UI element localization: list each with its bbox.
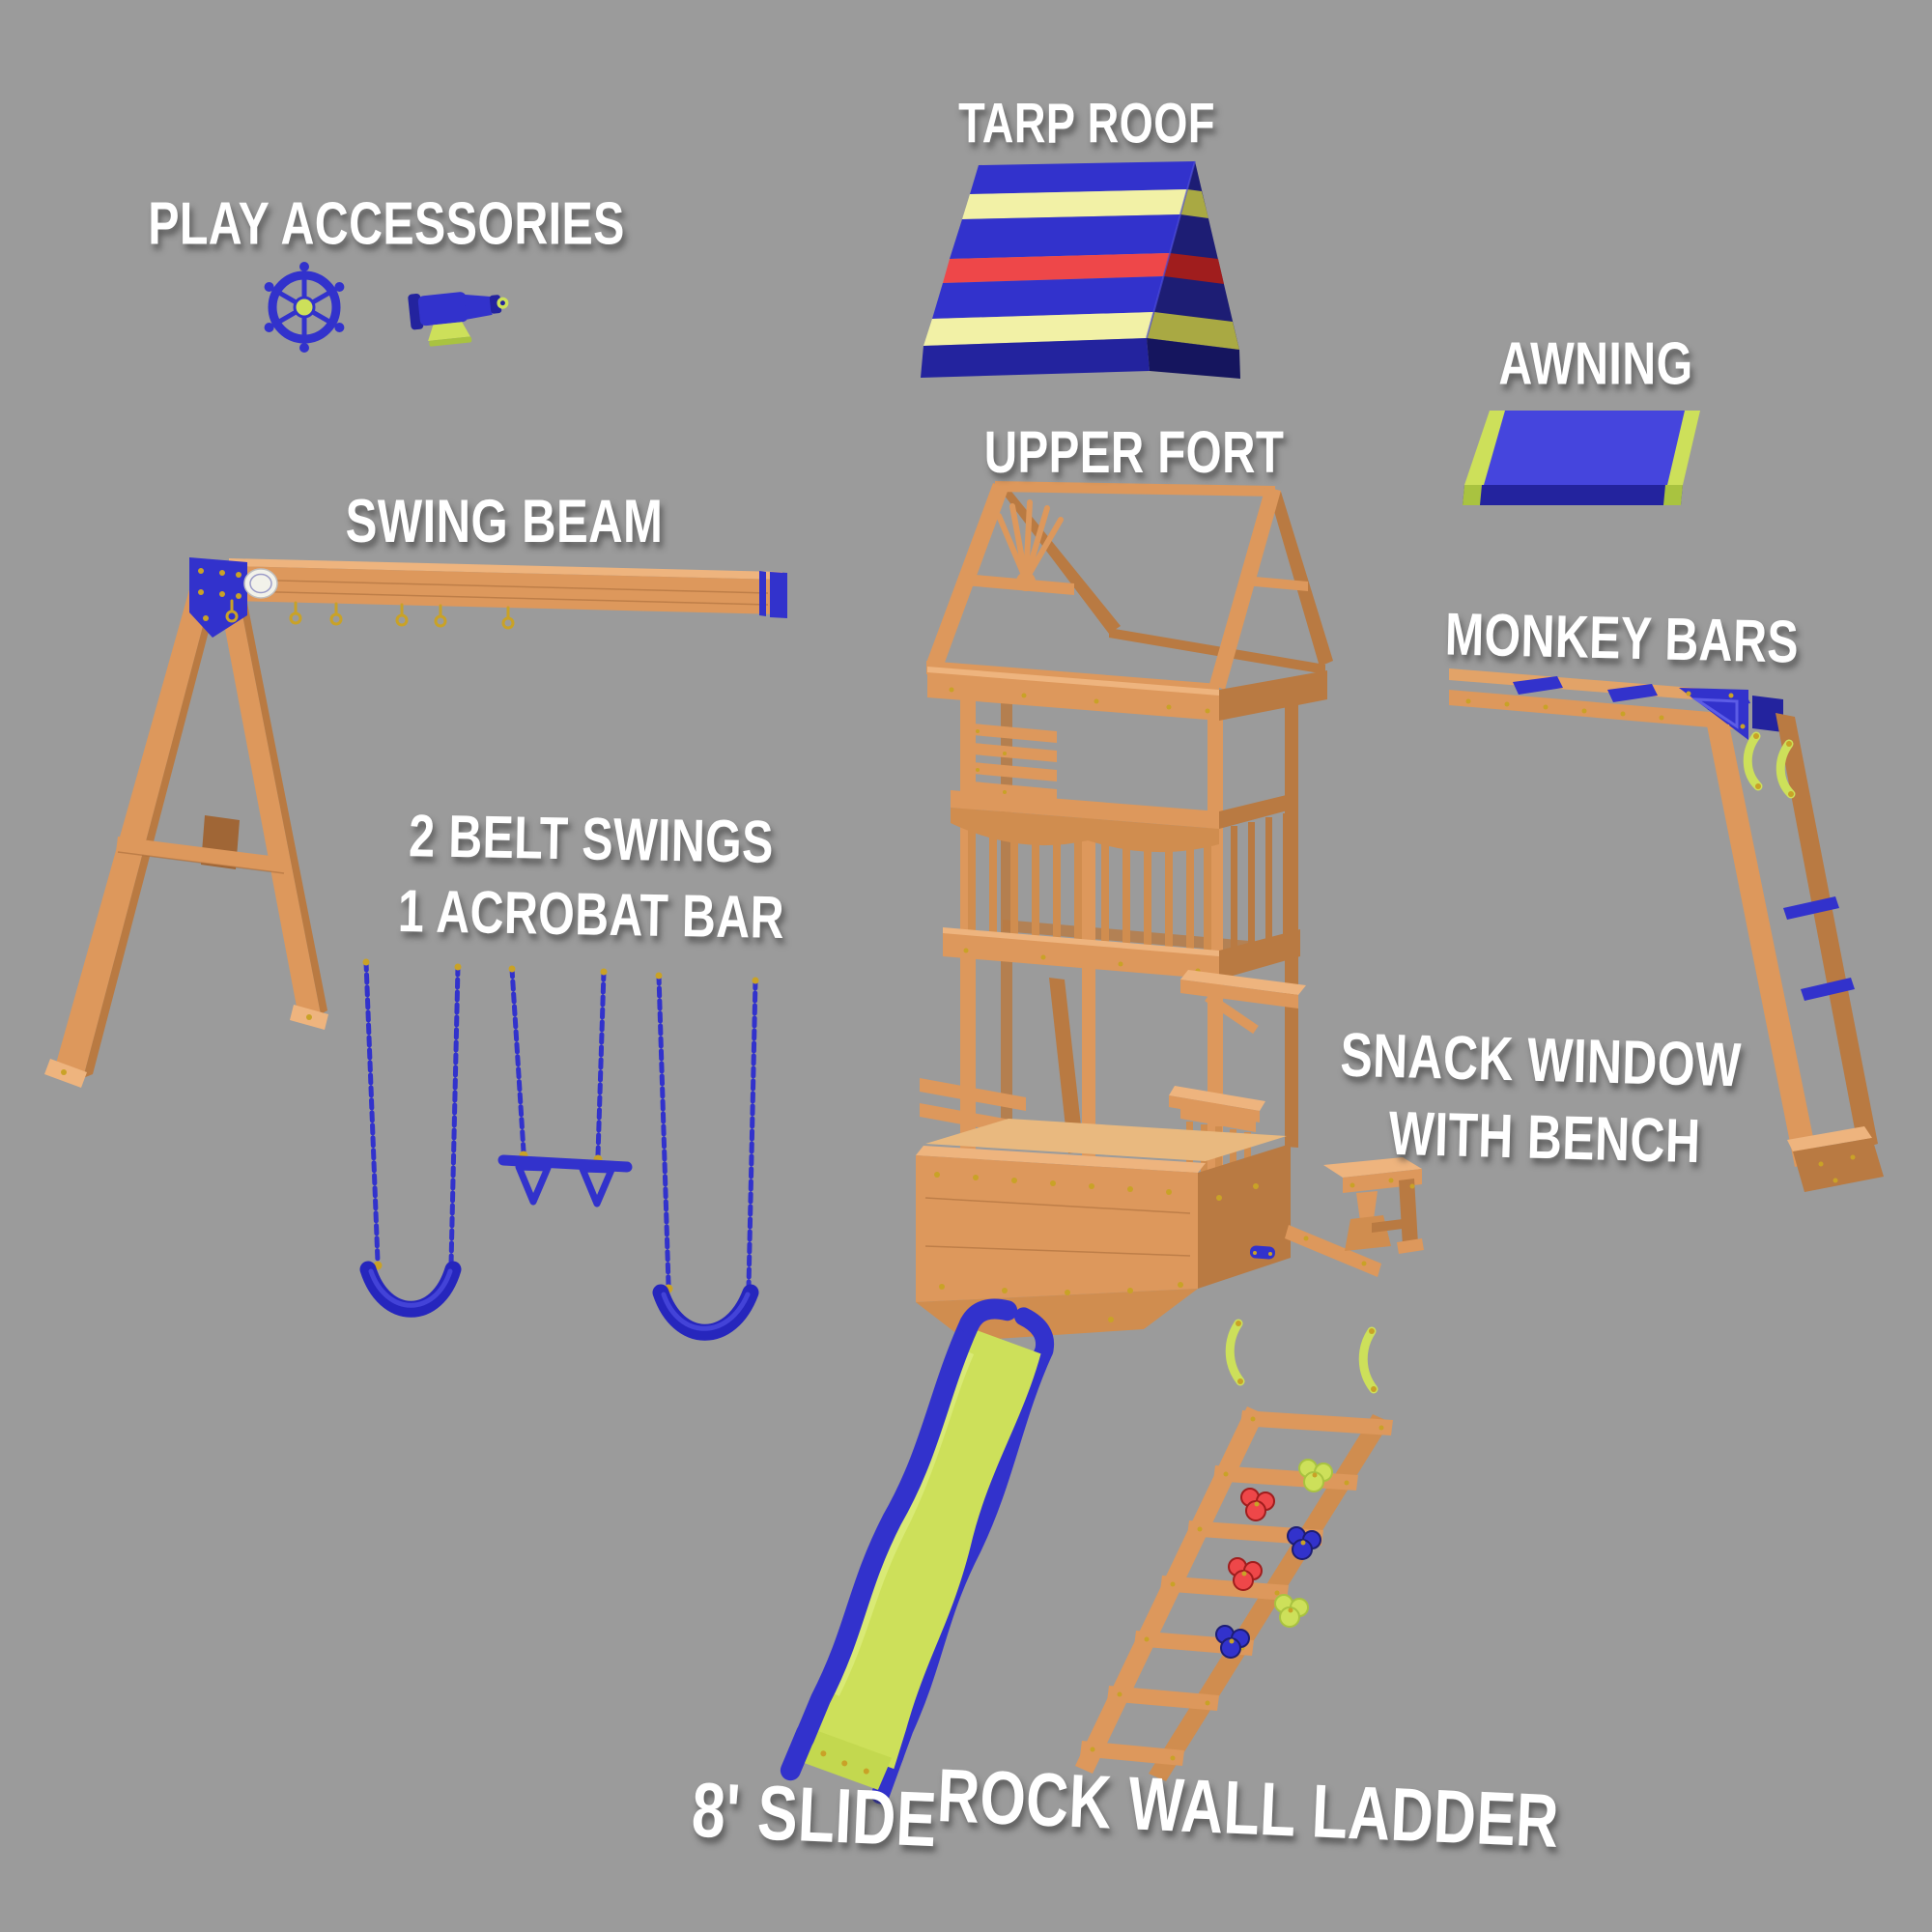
belt-swing-right [652,972,759,1341]
label-snack-window: SNACK WINDOW [1339,1019,1743,1100]
label-with-bench: WITH BENCH [1387,1097,1702,1177]
label-play-accessories: PLAY ACCESSORIES [148,190,625,258]
label-belt-swings: 2 BELT SWINGS [408,803,775,876]
ship-wheel-icon [264,262,345,353]
safety-handle-left-icon [1225,1319,1245,1386]
awning-graphic [1463,411,1700,505]
tarp-roof-graphic [921,160,1240,379]
slide-graphic [780,1298,1055,1804]
acrobat-bar [497,965,633,1208]
label-tarp-roof: TARP ROOF [958,92,1215,156]
bench-graphic [1323,1157,1424,1254]
rock-wall-ladder-graphic [1075,1406,1393,1781]
monkey-bars-graphic [1449,668,1884,1192]
belt-swing-left [359,958,462,1318]
label-awning: AWNING [1498,330,1693,398]
climbing-rocks [1215,1459,1333,1659]
label-upper-fort: UPPER FORT [983,419,1285,485]
telescope-icon [408,292,509,347]
label-acrobat-bar: 1 ACROBAT BAR [397,878,785,952]
upper-fort-graphic [916,481,1381,1341]
swing-beam-graphic [44,557,787,1088]
safety-handle-right-icon [1358,1326,1378,1394]
label-swing-beam: SWING BEAM [345,488,664,555]
label-monkey-bars: MONKEY BARS [1444,601,1800,676]
